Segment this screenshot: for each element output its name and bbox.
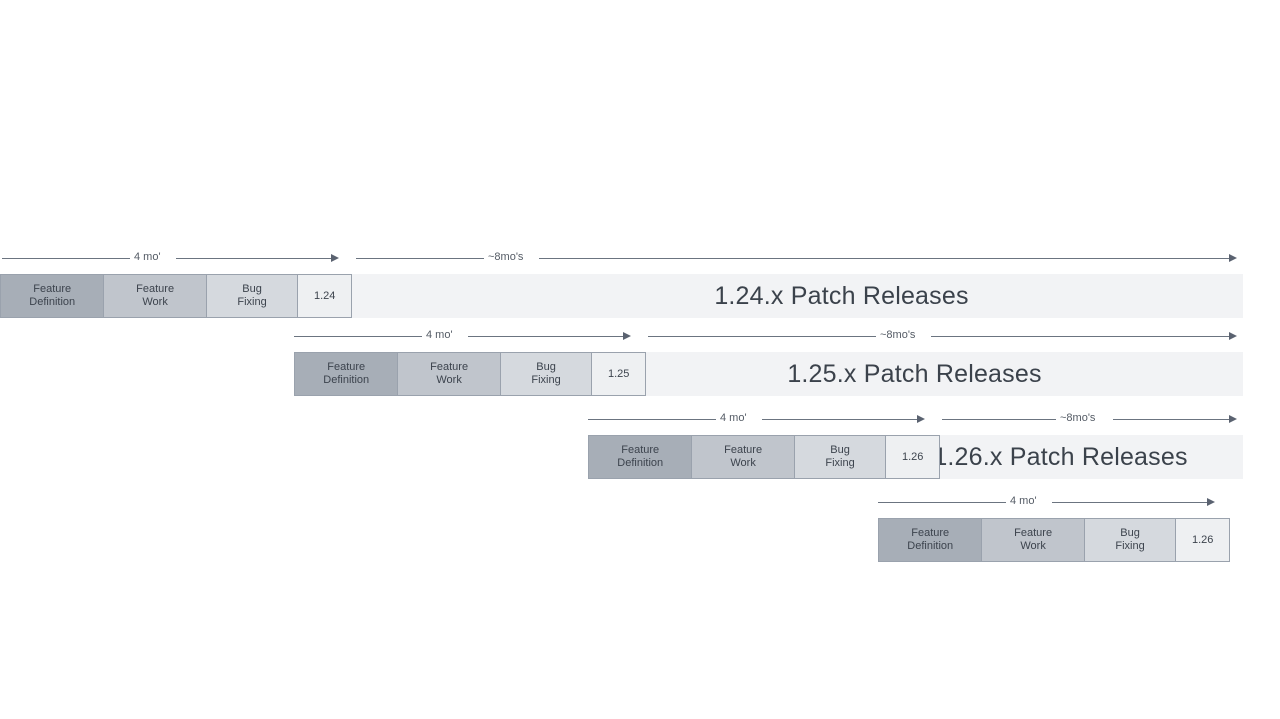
phase-cell-line-2: Definition	[617, 457, 664, 469]
measure-band-row-125: 4 mo' ~8mo's	[0, 326, 1280, 350]
phase-cell-version: 1.26	[1176, 519, 1230, 561]
phase-cell-line-1: Feature	[724, 444, 763, 456]
phase-cell-line-1: Feature	[327, 361, 366, 373]
version-number: 1.25	[607, 367, 630, 380]
timeline-row-next: 4 mo' Feature Definition Feature Work Bu…	[0, 492, 1280, 572]
phase-bar-124: Feature Definition Feature Work Bug Fixi…	[0, 274, 352, 318]
measure-arrowhead-8mo	[1229, 415, 1237, 423]
phase-cell-line-2: Definition	[29, 296, 76, 308]
measure-band-row-124: 4 mo' ~8mo's	[0, 248, 1280, 272]
measure-label-4mo: 4 mo'	[426, 329, 453, 341]
version-number: 1.26	[901, 450, 924, 463]
measure-label-4mo: 4 mo'	[720, 412, 747, 424]
measure-line-8mo-right	[931, 336, 1229, 337]
measure-line-4mo-left	[294, 336, 422, 337]
phase-cell-line-2: Work	[142, 296, 168, 308]
measure-label-8mo: ~8mo's	[880, 329, 916, 341]
measure-label-4mo: 4 mo'	[1010, 495, 1037, 507]
phase-cell-line-2: Fixing	[825, 457, 855, 469]
phase-cell-version: 1.25	[592, 353, 646, 395]
timeline-row-126: 4 mo' ~8mo's 1.26.x Patch Releases Featu…	[0, 409, 1280, 489]
phase-cell-version: 1.24	[298, 275, 352, 317]
phase-cell-bug-fixing: Bug Fixing	[1084, 519, 1177, 561]
measure-label-8mo: ~8mo's	[488, 251, 524, 263]
phase-cell-feature-work: Feature Work	[982, 519, 1085, 561]
measure-band-row-next: 4 mo'	[0, 492, 1280, 516]
phase-cell-line-1: Bug	[536, 361, 556, 373]
measure-line-4mo-right	[1052, 502, 1207, 503]
phase-cell-line-2: Work	[730, 457, 756, 469]
phase-bar-125: Feature Definition Feature Work Bug Fixi…	[294, 352, 646, 396]
phase-bar-next: Feature Definition Feature Work Bug Fixi…	[878, 518, 1230, 562]
measure-line-4mo-left	[588, 419, 716, 420]
phase-cell-line-2: Fixing	[531, 374, 561, 386]
measure-arrowhead-8mo	[1229, 332, 1237, 340]
patch-release-label-125: 1.25.x Patch Releases	[787, 359, 1042, 388]
measure-line-8mo-left	[356, 258, 484, 259]
measure-arrowhead-8mo	[1229, 254, 1237, 262]
phase-cell-line-1: Feature	[621, 444, 660, 456]
measure-label-4mo: 4 mo'	[134, 251, 161, 263]
phase-cell-line-1: Feature	[1014, 527, 1053, 539]
measure-line-8mo-left	[942, 419, 1056, 420]
phase-cell-feature-work: Feature Work	[104, 275, 207, 317]
timeline-row-125: 4 mo' ~8mo's 1.25.x Patch Releases Featu…	[0, 326, 1280, 406]
measure-band-row-126: 4 mo' ~8mo's	[0, 409, 1280, 433]
phase-bar-126: Feature Definition Feature Work Bug Fixi…	[588, 435, 940, 479]
measure-line-4mo-right	[468, 336, 623, 337]
measure-label-8mo: ~8mo's	[1060, 412, 1096, 424]
measure-line-4mo-left	[2, 258, 130, 259]
version-number: 1.26	[1191, 533, 1214, 546]
phase-cell-line-1: Feature	[33, 283, 72, 295]
measure-arrowhead-4mo	[331, 254, 339, 262]
phase-cell-line-2: Work	[1020, 540, 1046, 552]
measure-line-4mo-left	[878, 502, 1006, 503]
measure-line-8mo-left	[648, 336, 876, 337]
phase-cell-line-2: Definition	[907, 540, 954, 552]
phase-cell-bug-fixing: Bug Fixing	[206, 275, 299, 317]
phase-cell-feature-work: Feature Work	[398, 353, 501, 395]
phase-cell-bug-fixing: Bug Fixing	[794, 436, 887, 478]
phase-cell-feature-definition: Feature Definition	[1, 275, 105, 317]
phase-cell-line-2: Fixing	[237, 296, 267, 308]
measure-arrowhead-4mo	[917, 415, 925, 423]
measure-line-4mo-right	[176, 258, 331, 259]
phase-cell-feature-definition: Feature Definition	[295, 353, 399, 395]
phase-cell-feature-definition: Feature Definition	[879, 519, 983, 561]
measure-line-8mo-right	[539, 258, 1229, 259]
phase-cell-feature-definition: Feature Definition	[589, 436, 693, 478]
patch-release-label-126: 1.26.x Patch Releases	[933, 442, 1188, 471]
phase-cell-line-1: Feature	[430, 361, 469, 373]
phase-cell-feature-work: Feature Work	[692, 436, 795, 478]
measure-arrowhead-4mo	[623, 332, 631, 340]
patch-release-label-124: 1.24.x Patch Releases	[714, 281, 969, 310]
phase-cell-line-1: Feature	[136, 283, 175, 295]
phase-cell-line-1: Bug	[830, 444, 850, 456]
version-number: 1.24	[313, 289, 336, 302]
phase-cell-line-2: Work	[436, 374, 462, 386]
phase-cell-line-2: Fixing	[1115, 540, 1145, 552]
measure-line-8mo-right	[1113, 419, 1229, 420]
phase-cell-line-1: Feature	[911, 527, 950, 539]
measure-line-4mo-right	[762, 419, 917, 420]
timeline-row-124: 4 mo' ~8mo's 1.24.x Patch Releases Featu…	[0, 248, 1280, 328]
measure-arrowhead-4mo	[1207, 498, 1215, 506]
phase-cell-line-1: Bug	[1120, 527, 1140, 539]
phase-cell-version: 1.26	[886, 436, 940, 478]
phase-cell-line-1: Bug	[242, 283, 262, 295]
phase-cell-bug-fixing: Bug Fixing	[500, 353, 593, 395]
phase-cell-line-2: Definition	[323, 374, 370, 386]
